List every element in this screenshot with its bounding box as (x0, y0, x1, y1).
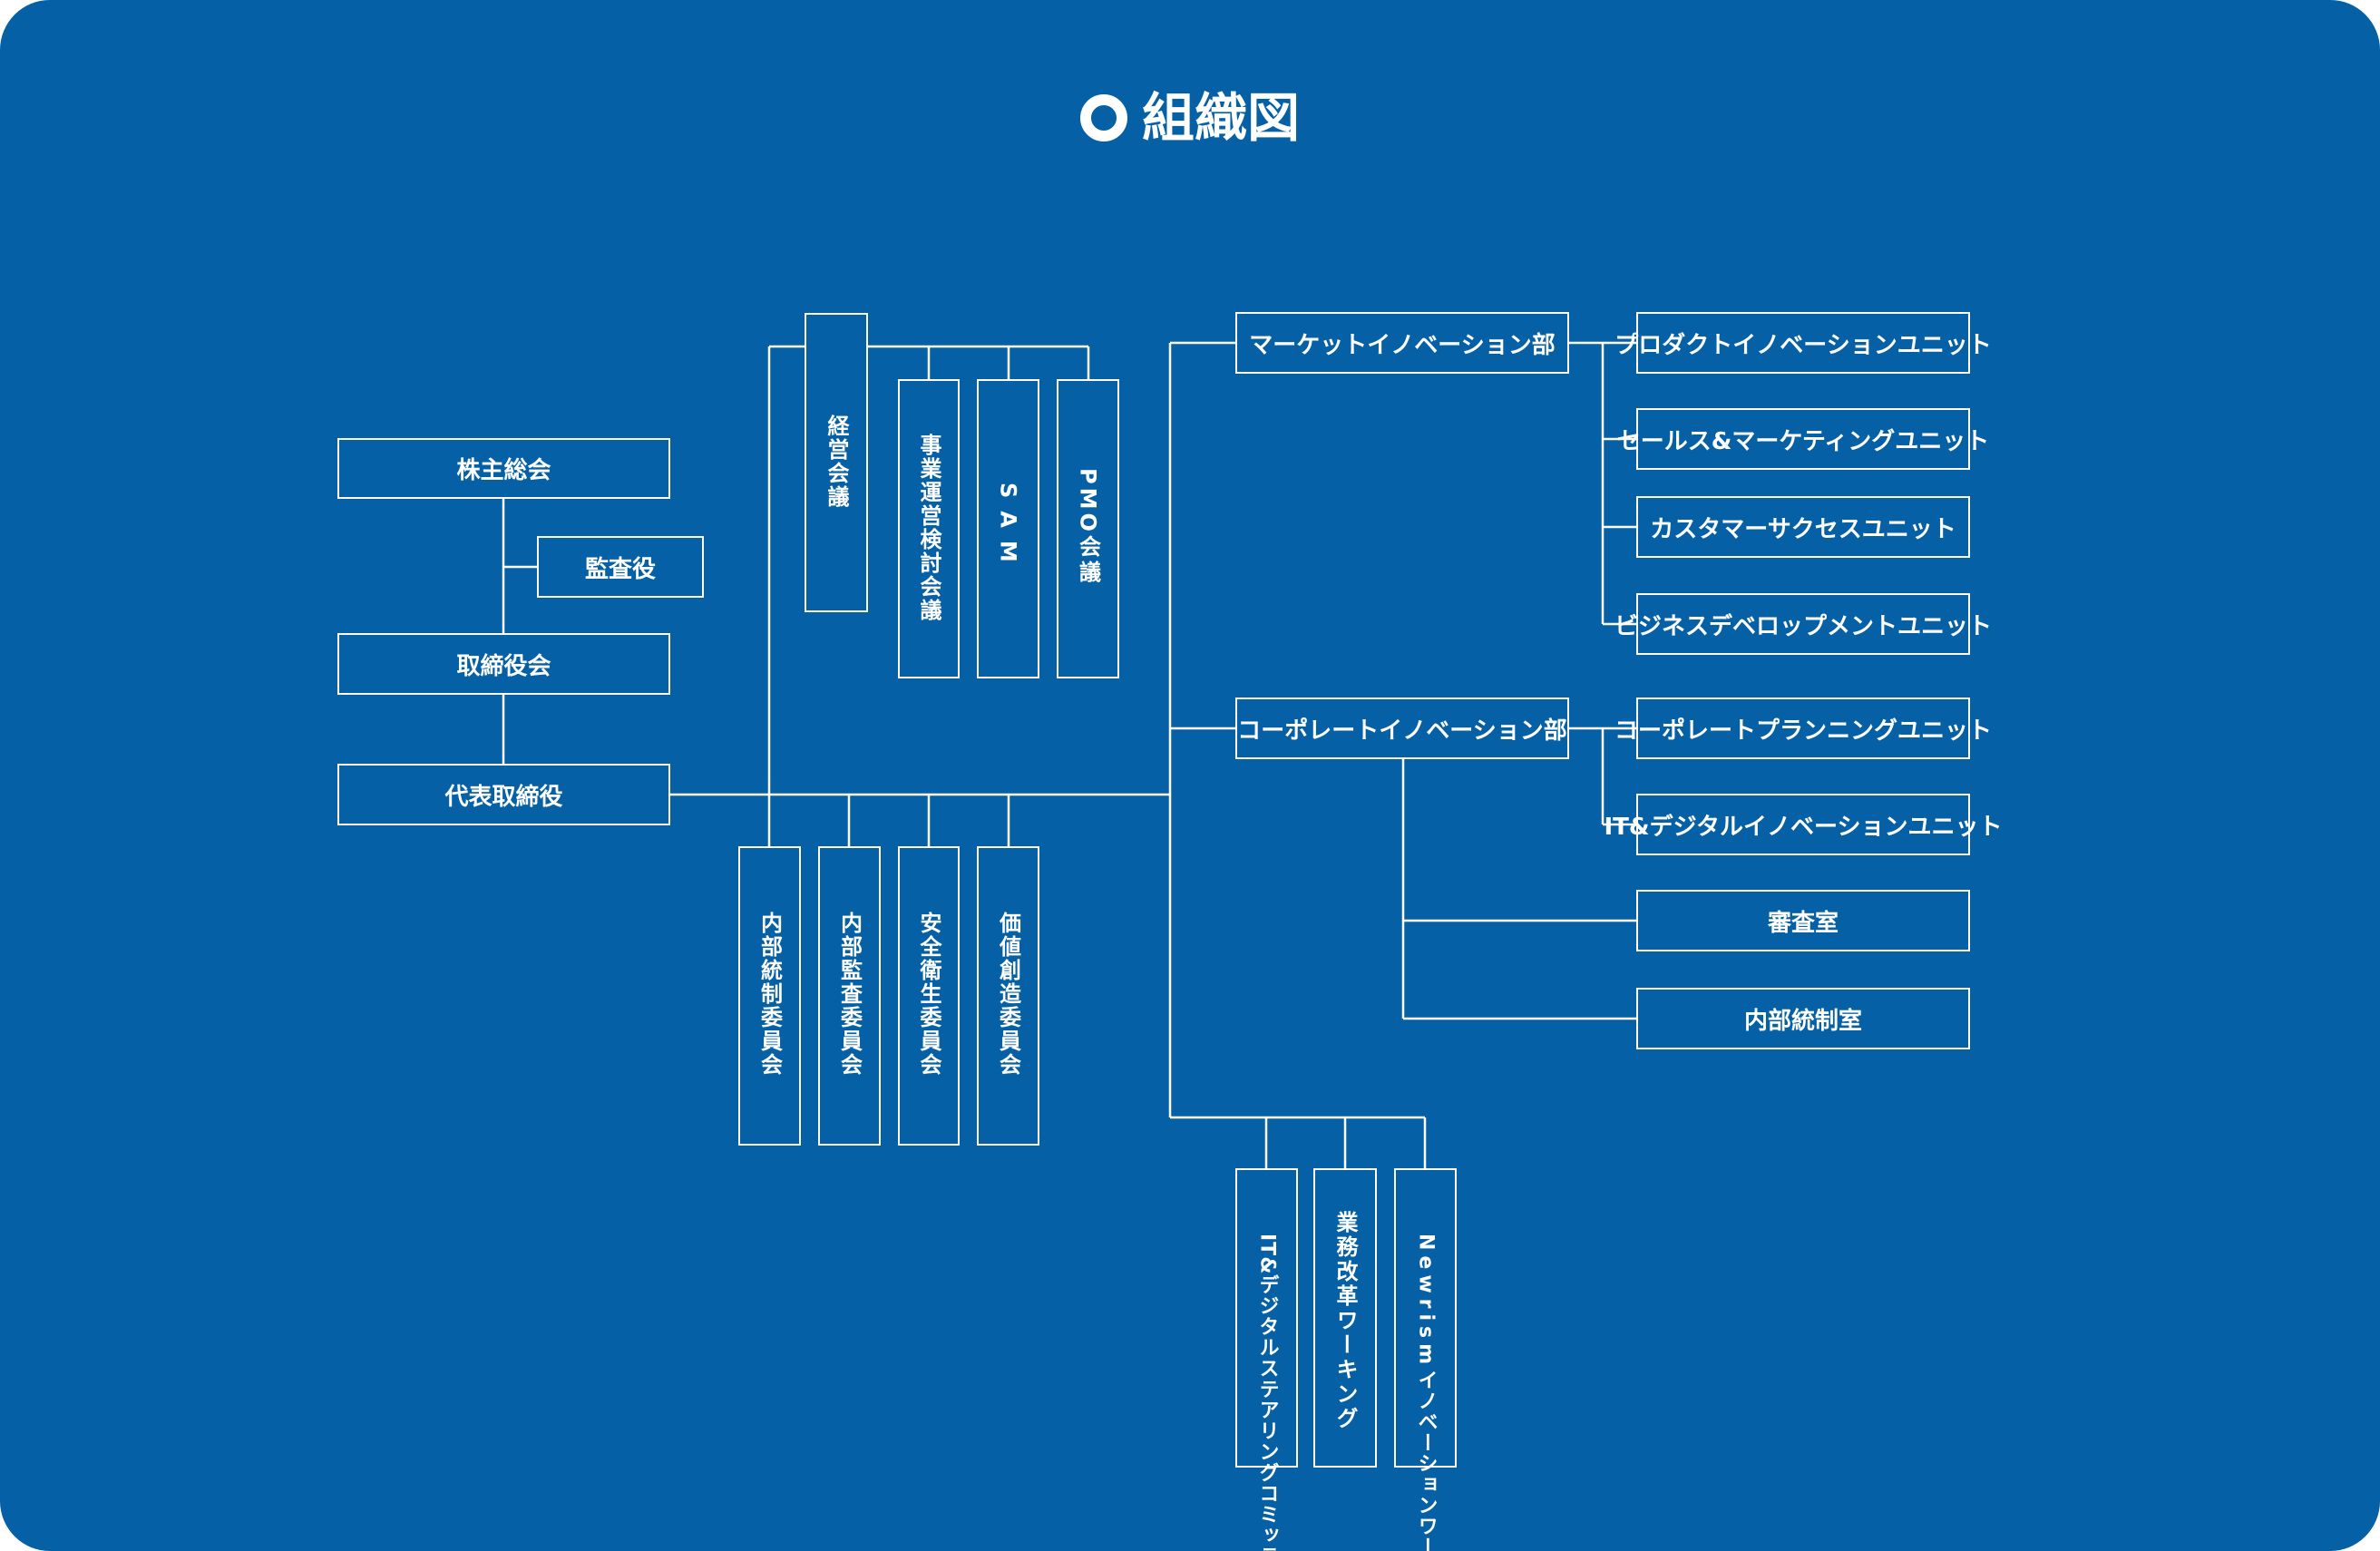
newrism-box: Newrism イノベーションワーキング (1394, 1168, 1457, 1551)
unit-label: カスタマーサクセスユニット (1650, 515, 1956, 543)
work-reform-box: 業務改革ワーキング (1313, 1168, 1377, 1468)
corporate-dept-label: コーポレートイノベーション部 (1237, 717, 1567, 745)
unit-box-product: プロダクトイノベーションユニット (1614, 312, 1992, 374)
it-committee-line2: ステアリングコミッティ (1255, 1358, 1279, 1551)
internal-audit-committee-box: 内部監査委員会 (818, 846, 881, 1146)
unit-box-it-digital: IT&デジタルイノベーションユニット (1604, 794, 2003, 855)
unit-box-bizdev: ビジネスデベロップメントユニット (1614, 593, 1992, 655)
unit-box-customer-success: カスタマーサクセスユニット (1636, 496, 1970, 558)
board-box: 取締役会 (337, 633, 670, 695)
pmo-box: PMO会議 (1057, 379, 1119, 678)
page-title: 組織図 (0, 82, 2380, 154)
it-steering-committee-box: IT&デジタル ステアリングコミッティ (1235, 1168, 1298, 1551)
safety-committee-box: 安全衛生委員会 (898, 846, 960, 1146)
unit-label: IT&デジタルイノベーションユニット (1604, 813, 2003, 841)
newrism-line2: イノベーションワーキング (1414, 1370, 1438, 1551)
value-creation-committee-box: 価値創造委員会 (977, 846, 1039, 1146)
unit-label: ビジネスデベロップメントユニット (1614, 612, 1993, 640)
management-meeting-label: 経営会議 (824, 415, 849, 509)
ceo-box: 代表取締役 (337, 764, 670, 825)
auditor-box: 監査役 (537, 536, 704, 598)
newrism-line1: Newrism (1414, 1234, 1438, 1371)
it-committee-line1: IT&デジタル (1255, 1234, 1279, 1359)
office-label: 内部統制室 (1743, 1007, 1862, 1035)
value-creation-committee-label: 価値創造委員会 (995, 912, 1021, 1077)
unit-label: プロダクトイノベーションユニット (1614, 331, 1992, 359)
safety-committee-label: 安全衛生委員会 (916, 912, 941, 1077)
auditor-label: 監査役 (584, 555, 656, 583)
shareholders-box: 株主総会 (337, 438, 670, 499)
pmo-label: PMO会議 (1075, 468, 1101, 586)
work-reform-label: 業務改革ワーキング (1332, 1211, 1358, 1431)
board-label: 取締役会 (456, 652, 551, 680)
sam-box: SAM (977, 379, 1039, 678)
office-label: 審査室 (1767, 909, 1839, 937)
business-review-label: 事業運営検討会議 (916, 434, 941, 622)
market-dept-box: マーケットイノベーション部 (1235, 312, 1569, 374)
shareholders-label: 株主総会 (456, 457, 551, 484)
sam-label: SAM (995, 483, 1021, 575)
management-meeting-box: 経営会議 (805, 313, 868, 612)
internal-control-committee-box: 内部統制委員会 (738, 846, 801, 1146)
unit-label: コーポレートプランニングユニット (1614, 717, 1993, 745)
unit-box-corporate-planning: コーポレートプランニングユニット (1614, 697, 1992, 759)
title-text: 組織図 (1141, 87, 1300, 149)
unit-box-sales: セールス&マーケティングユニット (1617, 408, 1989, 470)
unit-label: セールス&マーケティングユニット (1616, 427, 1990, 455)
internal-control-committee-label: 内部統制委員会 (756, 912, 783, 1077)
corporate-dept-box: コーポレートイノベーション部 (1235, 697, 1569, 759)
business-review-box: 事業運営検討会議 (898, 379, 960, 678)
review-office-box: 審査室 (1636, 890, 1970, 951)
internal-audit-committee-label: 内部監査委員会 (836, 912, 863, 1077)
internal-control-office-box: 内部統制室 (1636, 988, 1970, 1049)
ceo-label: 代表取締役 (444, 783, 563, 811)
market-dept-label: マーケットイノベーション部 (1249, 331, 1556, 359)
